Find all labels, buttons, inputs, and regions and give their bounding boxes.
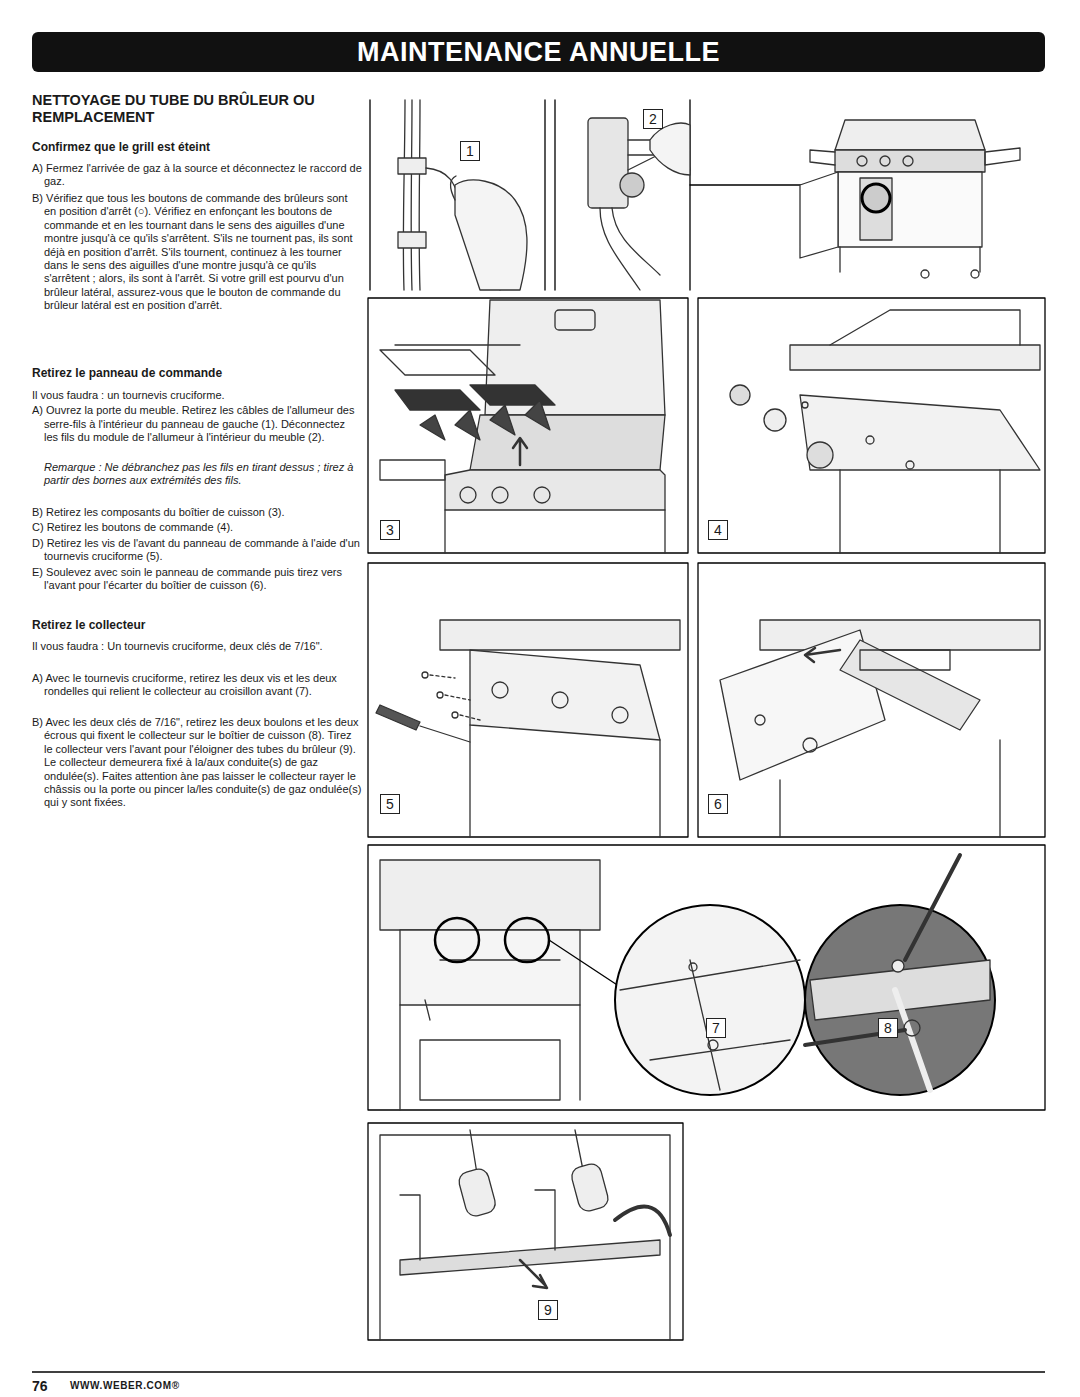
callout-number: 1 [460, 141, 480, 161]
tool-note: Il vous faudra : Un tournevis cruciforme… [32, 640, 350, 653]
manifold-fasteners [368, 845, 1045, 1110]
subheading: Confirmez que le grill est éteint [32, 140, 350, 154]
callout-number: 7 [706, 1018, 726, 1038]
callout-number: 9 [538, 1300, 558, 1320]
step-text: E) Soulevez avec soin le panneau de comm… [32, 566, 362, 593]
page-number: 76 [32, 1378, 48, 1394]
subheading: Retirez le collecteur [32, 618, 350, 632]
wire-clip-illustration [370, 100, 545, 290]
subheading: Retirez le panneau de commande [32, 366, 350, 380]
tool-note: Il vous faudra : un tournevis cruciforme… [32, 389, 350, 402]
step-text: B) Retirez les composants du boîtier de … [32, 506, 362, 519]
manifold-pull [368, 1123, 683, 1340]
callout-number: 8 [878, 1018, 898, 1038]
callout-number: 5 [380, 794, 400, 814]
callout-number: 4 [708, 520, 728, 540]
step-text: A) Fermez l'arrivée de gaz à la source e… [32, 162, 362, 189]
page-title: MAINTENANCE ANNUELLE [32, 32, 1045, 72]
callout-number: 2 [643, 109, 663, 129]
title-bar [32, 32, 1045, 72]
step-text: B) Vérifiez que tous les boutons de comm… [32, 192, 362, 313]
ignition-module-illustration [555, 100, 690, 290]
step-text: A) Avec le tournevis cruciforme, retirez… [32, 672, 362, 699]
step-text: C) Retirez les boutons de commande (4). [32, 521, 362, 534]
control-knobs [698, 298, 1045, 553]
panel-screws [368, 563, 688, 837]
step-text: A) Ouvrez la porte du meuble. Retirez le… [32, 404, 362, 444]
callout-number: 3 [380, 520, 400, 540]
section-heading: NETTOYAGE DU TUBE DU BRÛLEUR OU REMPLACE… [32, 92, 350, 126]
step-text: D) Retirez les vis de l'avant du panneau… [32, 537, 362, 564]
control-panel-removed [698, 563, 1045, 837]
warning-note: Remarque : Ne débranchez pas les fils en… [32, 461, 362, 488]
grill-overview [690, 120, 1020, 278]
website: WWW.WEBER.COM® [70, 1378, 180, 1394]
footer-rule [32, 1371, 1045, 1373]
step-text: B) Avec les deux clés de 7/16", retirez … [32, 716, 362, 810]
cookbox-components [368, 298, 688, 553]
callout-number: 6 [708, 794, 728, 814]
